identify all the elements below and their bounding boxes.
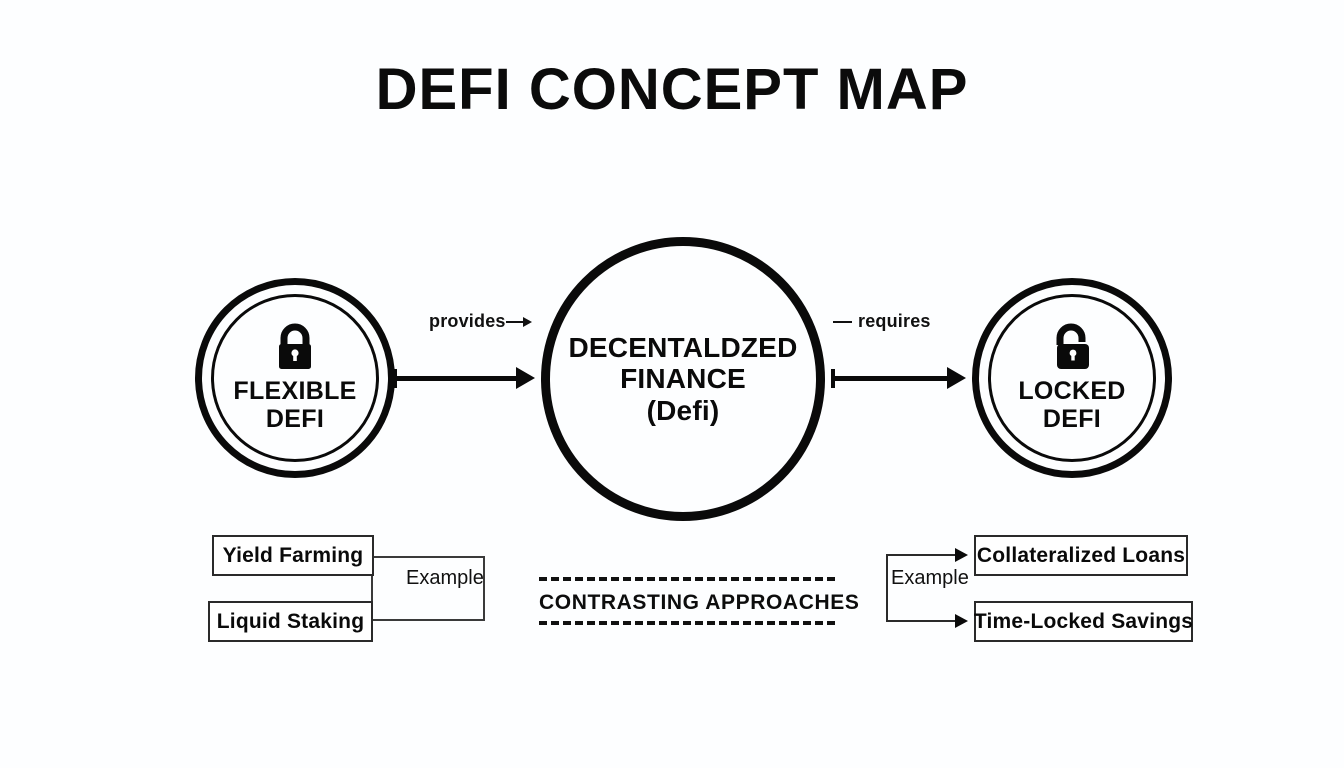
right-example-label: Example xyxy=(891,567,969,589)
edge-center-to-right-line xyxy=(831,376,949,381)
right-bracket-stub-bottom xyxy=(914,620,958,622)
node-locked-defi-line2: DEFI xyxy=(1042,405,1102,433)
node-locked-defi-line1: LOCKED xyxy=(1018,377,1126,405)
node-decentralized-finance[interactable]: DECENTALDZED FINANCE (Defi) xyxy=(541,237,825,521)
node-center-line3: (Defi) xyxy=(646,394,720,426)
node-flexible-defi-line2: DEFI xyxy=(265,405,325,433)
left-example-bracket xyxy=(371,556,485,621)
contrast-dashed-line-top xyxy=(539,577,835,581)
contrast-dashed-line-bottom xyxy=(539,621,835,625)
leaf-box-liquid-staking[interactable]: Liquid Staking xyxy=(208,601,373,642)
leaf-box-collateralized-loans[interactable]: Collateralized Loans xyxy=(974,535,1188,576)
node-flexible-defi-label: FLEXIBLE DEFI xyxy=(233,377,356,433)
right-bracket-arrowhead-bottom xyxy=(955,614,968,628)
open-padlock-icon xyxy=(1048,323,1096,371)
right-bracket-stub-top xyxy=(914,554,958,556)
node-locked-defi-label: LOCKED DEFI xyxy=(1018,377,1125,433)
closed-padlock-icon xyxy=(272,323,318,371)
page-title: DEFI CONCEPT MAP xyxy=(375,57,969,122)
edge-label-provides: provides xyxy=(429,311,506,331)
node-flexible-defi[interactable]: FLEXIBLE DEFI xyxy=(195,278,395,478)
node-center-line1: DECENTALDZED xyxy=(568,331,798,363)
edge-requires-dash xyxy=(833,321,852,323)
node-locked-defi[interactable]: LOCKED DEFI xyxy=(972,278,1172,478)
contrast-band-label: CONTRASTING APPROACHES xyxy=(539,591,860,614)
edge-provides-mini-line xyxy=(506,321,525,323)
node-decentralized-finance-label: DECENTALDZED FINANCE (Defi) xyxy=(569,332,798,426)
left-example-label: Example xyxy=(406,567,484,589)
leaf-box-yield-farming[interactable]: Yield Farming xyxy=(212,535,374,576)
right-bracket-arrowhead-top xyxy=(955,548,968,562)
edge-center-to-right-arrowhead xyxy=(947,367,966,389)
edge-provides-mini-arrowhead xyxy=(523,317,532,327)
edge-left-to-center-arrowhead xyxy=(516,367,535,389)
edge-label-requires: requires xyxy=(858,311,931,331)
node-center-line2: FINANCE xyxy=(620,363,746,395)
edge-left-to-center-line xyxy=(393,376,518,381)
leaf-box-time-locked-savings[interactable]: Time-Locked Savings xyxy=(974,601,1193,642)
right-example-bracket xyxy=(886,554,916,622)
node-flexible-defi-line1: FLEXIBLE xyxy=(233,377,357,405)
